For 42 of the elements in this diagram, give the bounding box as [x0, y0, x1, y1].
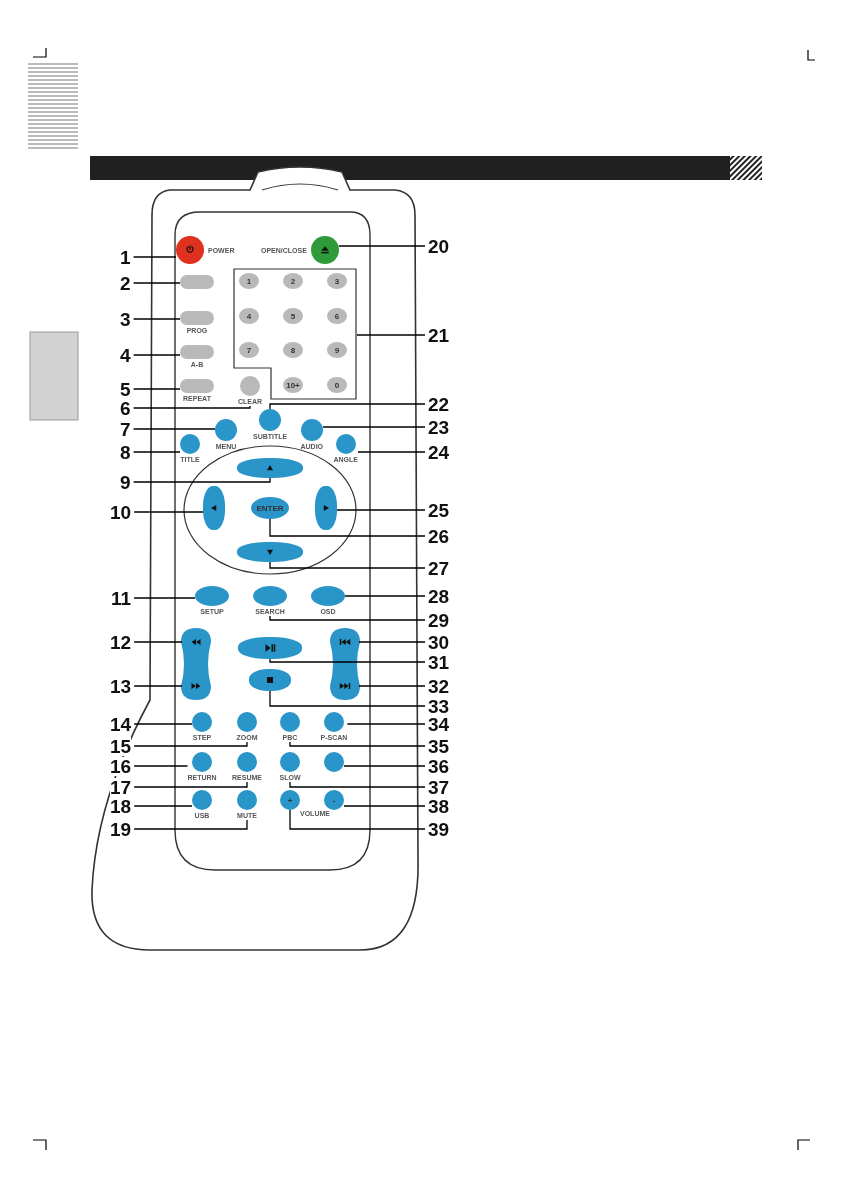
- leader-line: [269, 561, 426, 569]
- leader-line: [132, 256, 177, 258]
- leader-line: [343, 805, 426, 807]
- leader-line: [132, 428, 216, 430]
- leader-line: [132, 451, 181, 453]
- leader-line: [133, 597, 196, 599]
- leader-line: [132, 388, 181, 390]
- leader-line: [133, 723, 193, 725]
- leader-line: [132, 282, 181, 284]
- leader-line: [132, 354, 181, 356]
- leader-line: [338, 245, 426, 247]
- leader-line: [357, 451, 426, 453]
- leader-line: [358, 685, 426, 687]
- leader-line: [133, 765, 189, 767]
- leader-line: [132, 318, 181, 320]
- leader-line: [344, 595, 426, 597]
- leader-line: [133, 685, 183, 687]
- leader-line: [133, 641, 183, 643]
- leader-line: [289, 741, 426, 747]
- leader-line: [132, 477, 271, 483]
- leader-line: [289, 809, 426, 830]
- leader-line: [133, 781, 248, 788]
- leader-line: [269, 658, 426, 663]
- leader-line: [358, 641, 426, 643]
- leader-line: [133, 741, 248, 747]
- callout-number: 15: [110, 736, 132, 756]
- leader-line: [133, 511, 204, 513]
- leader-line: [132, 405, 251, 409]
- leader-line: [336, 509, 426, 511]
- leader-line: [269, 403, 426, 410]
- leader-line: [269, 518, 426, 537]
- callout-number: 17: [110, 777, 132, 797]
- leader-line: [289, 781, 426, 788]
- leader-line: [269, 690, 426, 707]
- leader-line: [133, 805, 193, 807]
- leader-line: [343, 765, 426, 767]
- callout-number: 16: [110, 756, 132, 776]
- leader-line: [322, 426, 426, 428]
- leader-line: [346, 723, 426, 725]
- leader-line: [356, 334, 426, 336]
- leader-line: [269, 615, 426, 621]
- leader-line: [133, 819, 248, 830]
